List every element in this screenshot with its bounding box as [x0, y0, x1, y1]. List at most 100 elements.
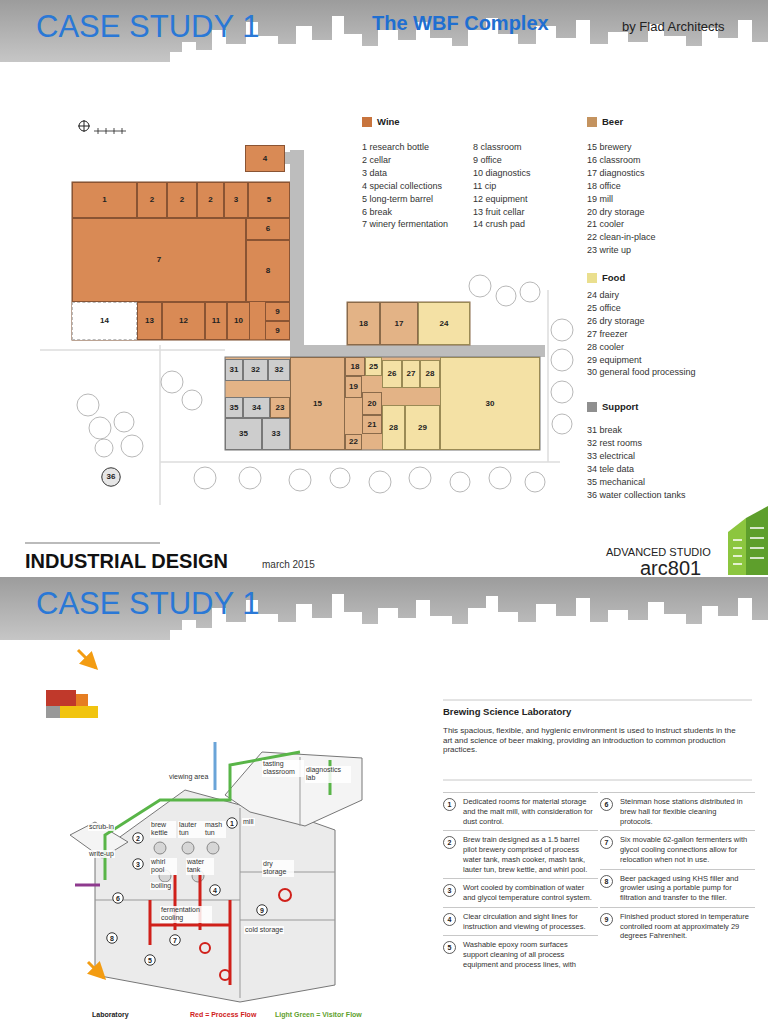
room-list-item: 21 cooler: [587, 219, 624, 230]
room-list-item: 9 office: [473, 155, 502, 166]
tree: [551, 319, 573, 341]
room-list-item: 26 dry storage: [587, 316, 645, 327]
tree: [489, 467, 511, 489]
fermenter: [279, 889, 291, 901]
room-box: 31: [225, 359, 243, 381]
tree: [114, 412, 134, 432]
callout-circle: 3: [132, 858, 144, 870]
room-list-item: 14 crush pad: [473, 219, 525, 230]
room-box: 18: [345, 357, 365, 376]
lab-axonometric: [70, 742, 362, 1002]
room-list-item: 5 long-term barrel: [362, 194, 433, 205]
room-list-item: 30 general food processing: [587, 367, 696, 378]
tree: [496, 286, 516, 306]
key-plan: [60, 706, 98, 718]
room-box: 21: [362, 415, 382, 434]
room-box: 22: [345, 434, 362, 450]
circle-outline: [444, 837, 456, 849]
drawing-label: cold storage: [244, 926, 284, 934]
callout-number: 5: [443, 941, 456, 954]
room-number: 20: [368, 400, 377, 408]
room-list-item: 31 break: [587, 425, 622, 436]
callout-number: 4: [443, 913, 456, 926]
room-number: 35: [230, 404, 239, 412]
callout-circle: 4: [209, 884, 221, 896]
room-number: 18: [359, 320, 368, 328]
tree: [194, 467, 216, 489]
circle-outline: [601, 913, 613, 925]
drawing-label: write-up: [88, 850, 115, 858]
drawing-label: tasting classroom: [262, 760, 304, 777]
tree: [121, 435, 143, 457]
circle-outline: [102, 468, 121, 487]
note-text: Beer packaged using KHS filler and growl…: [620, 874, 750, 903]
room-number: 9: [275, 308, 279, 316]
studio-label: arc801: [640, 556, 701, 580]
circle-outline: [133, 859, 144, 870]
legend-text: Support: [602, 401, 638, 412]
tree: [450, 472, 470, 492]
site-plan: [347, 302, 470, 345]
callout-number: 7: [173, 937, 177, 944]
footer-decor: [25, 542, 160, 544]
room-number: 1: [102, 196, 106, 204]
footer-decor: [733, 528, 764, 564]
circle-outline: [444, 913, 456, 925]
room-box: 27: [402, 360, 420, 388]
room-number: 5: [267, 196, 271, 204]
circle-outline: [601, 799, 613, 811]
note-item: 8Beer packaged using KHS filler and grow…: [600, 869, 755, 903]
key-plan: [46, 690, 98, 718]
room-list-item: 7 winery fermentation: [362, 219, 448, 230]
circle-outline: [444, 942, 456, 954]
room-list-item: 27 freezer: [587, 329, 628, 340]
callout-number: 9: [600, 913, 613, 926]
room-list-item: 17 diagnostics: [587, 168, 645, 179]
room-box: 28: [382, 405, 405, 450]
site-plan: [290, 345, 545, 357]
room-list-item: 35 mechanical: [587, 477, 645, 488]
legend-text: Beer: [602, 116, 623, 127]
room-list-item: 22 clean-in-place: [587, 232, 656, 243]
circle-outline: [601, 837, 613, 849]
room-number: 2: [208, 196, 212, 204]
room-list-item: 18 office: [587, 181, 621, 192]
room-box: 12: [162, 302, 205, 340]
slide-title: CASE STUDY 1: [36, 585, 259, 622]
room-number: 21: [368, 421, 377, 429]
room-list-item: 1 research bottle: [362, 142, 429, 153]
room-number: 22: [349, 438, 358, 446]
room-number: 17: [395, 320, 404, 328]
callout-circle: 2: [132, 832, 144, 844]
legend-swatch: [587, 117, 597, 127]
tree: [95, 439, 113, 457]
tree: [525, 472, 545, 492]
tree: [182, 390, 202, 410]
note-item: 1Dedicated rooms for material storage an…: [443, 792, 598, 826]
header-band: [0, 577, 768, 640]
room-box: 24: [418, 302, 470, 345]
room-box: 2: [137, 182, 167, 218]
key-plan: [46, 706, 60, 718]
north-arrow: [78, 120, 126, 134]
tree: [161, 371, 183, 393]
pointer-arrow: [78, 650, 96, 668]
room-list-item: 29 equipment: [587, 355, 642, 366]
note-item: 9Finished product stored in temperature …: [600, 907, 755, 941]
complex-title: The WBF Complex: [372, 11, 549, 35]
room-box: 11: [205, 302, 227, 340]
callout-number: 9: [260, 907, 264, 914]
tree: [330, 468, 350, 488]
north-arrow: [94, 128, 126, 134]
tree: [551, 381, 573, 403]
tree: [89, 417, 111, 439]
drawing-label: brew kettle: [150, 821, 176, 838]
callout-circle: 9: [256, 904, 268, 916]
tree: [520, 282, 540, 302]
room-box: 29: [405, 405, 440, 450]
note-item: 5Washable epoxy room surfaces support cl…: [443, 935, 598, 969]
drawing-label: boiling: [150, 882, 172, 890]
note-item: 3Wort cooled by combination of water and…: [443, 878, 598, 903]
